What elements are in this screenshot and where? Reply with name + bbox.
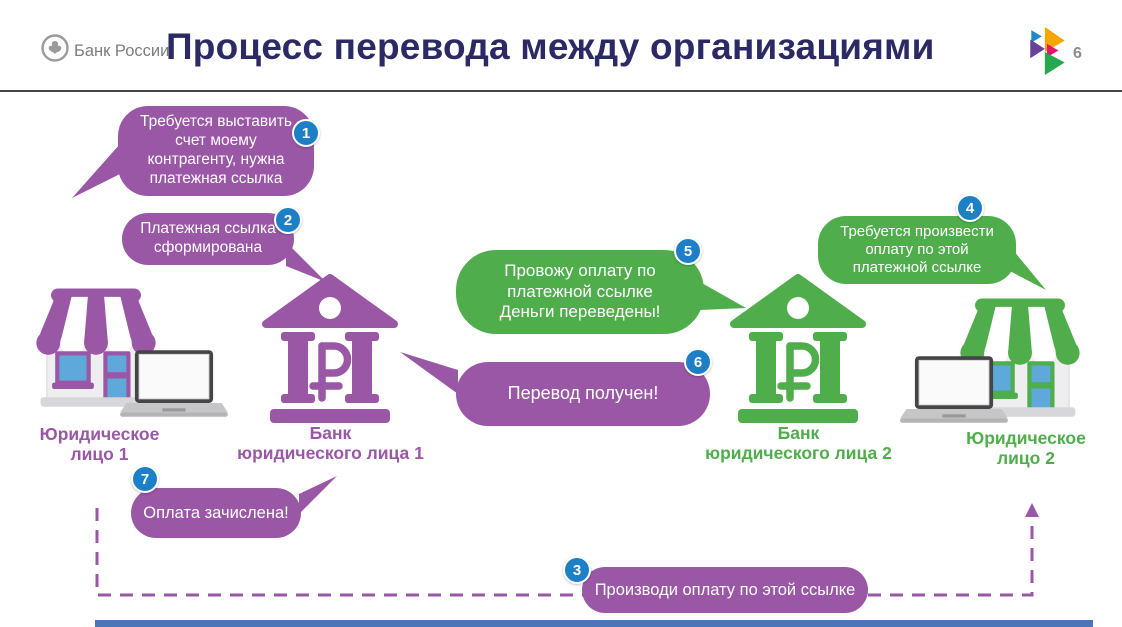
bank-purple-icon: [262, 274, 398, 423]
speech-bubble-2: Платежная ссылка сформирована: [122, 213, 294, 265]
speech-bubble-6: Перевод получен!: [456, 362, 710, 426]
bubble-2-tail: [286, 242, 326, 282]
speech-bubble-7: Оплата зачислена!: [131, 488, 301, 538]
bubble-2-text: Платежная ссылка сформирована: [140, 220, 276, 256]
step-badge-6: 6: [684, 348, 712, 376]
laptop-icon: [900, 356, 1008, 423]
step-badge-7: 7: [131, 465, 159, 493]
bank-russia-eagle-icon: [41, 34, 69, 62]
page-title: Процесс перевода между организациями: [166, 26, 935, 67]
bubble-4-text: Требуется произвести оплату по этой плат…: [840, 222, 994, 277]
step-badge-5: 5: [674, 237, 702, 265]
header-divider: [0, 90, 1122, 92]
label-bank-2: Банк юридического лица 2: [705, 423, 892, 463]
speech-bubble-1: Требуется выставить счет моему контраген…: [118, 106, 314, 196]
label-legal-entity-2: Юридическое лицо 2: [966, 428, 1086, 468]
speech-bubble-5: Провожу оплату по платежной ссылке Деньг…: [456, 250, 704, 334]
bubble-1-text: Требуется выставить счет моему контраген…: [140, 113, 292, 187]
bubble-6-tail: [400, 352, 458, 394]
step-badge-3: 3: [563, 556, 591, 584]
ruble-sign-icon: [777, 342, 820, 402]
bubble-1-tail: [72, 144, 120, 198]
step-badge-2: 2: [274, 206, 302, 234]
bubble-5-text: Провожу оплату по платежной ссылке Деньг…: [499, 260, 661, 322]
step-badge-4: 4: [956, 194, 984, 222]
store-purple-icon: [36, 288, 156, 407]
label-bank-1: Банк юридического лица 1: [237, 423, 424, 463]
label-legal-entity-1: Юридическое лицо 1: [39, 424, 160, 464]
speech-bubble-4: Требуется произвести оплату по этой плат…: [818, 216, 1016, 284]
bubble-4-tail: [1008, 244, 1046, 290]
bubble-7-text: Оплата зачислена!: [143, 503, 289, 522]
bubble-6-text: Перевод получен!: [507, 383, 659, 404]
bubble-5-tail: [700, 282, 746, 310]
sbp-logo-icon: [1030, 27, 1065, 75]
ruble-sign-icon: [309, 342, 352, 402]
step-badge-1: 1: [292, 119, 320, 147]
bubble-7-tail: [299, 476, 337, 514]
page-number: 6: [1073, 45, 1082, 62]
footer-bar: [95, 620, 1093, 627]
bank-russia-wordmark: Банк России: [74, 42, 170, 60]
speech-bubble-3: Производи оплату по этой ссылке: [582, 567, 868, 613]
laptop-icon: [120, 350, 228, 417]
bank-green-icon: [730, 274, 866, 423]
bubble-3-text: Производи оплату по этой ссылке: [594, 580, 856, 599]
